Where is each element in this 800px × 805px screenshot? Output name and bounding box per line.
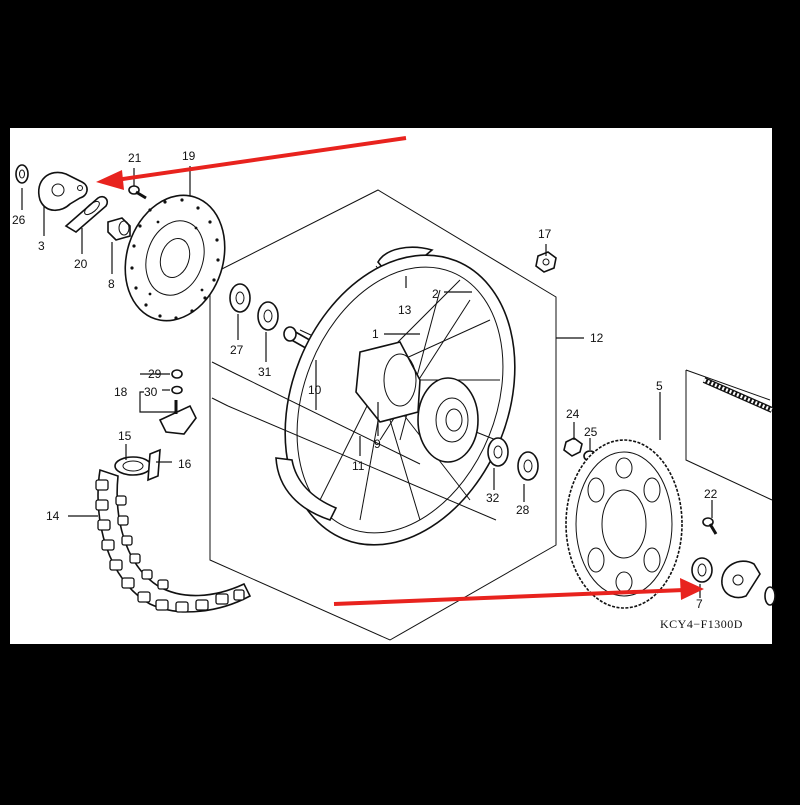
red-arrow-bottom	[333, 578, 704, 606]
part-washer-right	[764, 586, 776, 606]
callout-31: 31	[258, 365, 272, 379]
callout-24: 24	[566, 407, 580, 421]
callout-9: 9	[374, 437, 381, 451]
part-26-washer	[15, 164, 29, 184]
callout-1: 1	[372, 327, 379, 341]
callout-7: 7	[696, 597, 703, 611]
red-arrow-top	[96, 136, 407, 190]
part-19-brake-disc	[124, 194, 226, 322]
callout-3: 3	[38, 239, 45, 253]
part-16-rim-band	[147, 448, 161, 482]
leader-lines	[21, 166, 713, 598]
assembly-outline	[209, 189, 557, 641]
callout-13: 13	[398, 303, 412, 317]
part-7-collar	[691, 557, 713, 583]
callout-2: 2	[432, 287, 439, 301]
part-8-collar	[107, 217, 131, 241]
part-5-sprocket	[565, 439, 683, 609]
part-31-bearing	[257, 301, 279, 331]
callout-11: 11	[352, 459, 365, 473]
part-9-flange	[417, 377, 479, 463]
callout-10: 10	[308, 383, 322, 397]
part-3-side-plate	[37, 171, 88, 212]
callout-15: 15	[118, 429, 132, 443]
catalog-code: KCY4−F1300D	[660, 617, 743, 631]
callout-5: 5	[656, 379, 663, 393]
callout-29: 29	[148, 367, 162, 381]
part-29-30-bolt-washer	[158, 369, 197, 435]
callout-labels: 21 19 26 3 20 8 29 18 30 15 16 14 27 31 …	[12, 149, 743, 631]
rear-axle	[702, 377, 774, 413]
callout-27: 27	[230, 343, 244, 357]
callout-25: 25	[584, 425, 598, 439]
part-15-valve	[114, 456, 152, 476]
part-32-bearing	[487, 437, 509, 467]
callout-28: 28	[516, 503, 530, 517]
part-11-rim-band	[275, 457, 338, 521]
callout-21: 21	[128, 151, 142, 165]
callout-18: 18	[114, 385, 128, 399]
callout-26: 26	[12, 213, 26, 227]
part-14-tire	[95, 468, 252, 613]
callout-19: 19	[182, 149, 196, 163]
part-28-bearing	[517, 451, 539, 481]
part-17-nut	[535, 251, 557, 273]
part-20-adjuster	[64, 195, 109, 233]
callout-20: 20	[74, 257, 88, 271]
callout-32: 32	[486, 491, 500, 505]
callout-12: 12	[590, 331, 604, 345]
callout-14: 14	[46, 509, 60, 523]
axle-box	[685, 370, 773, 501]
part-side-plate-right	[721, 560, 761, 599]
callout-22: 22	[704, 487, 718, 501]
part-22-bolt	[702, 517, 718, 535]
callout-8: 8	[108, 277, 115, 291]
callout-30: 30	[144, 385, 158, 399]
part-27-bearing	[229, 283, 251, 313]
callout-17: 17	[538, 227, 552, 241]
callout-16: 16	[178, 457, 192, 471]
